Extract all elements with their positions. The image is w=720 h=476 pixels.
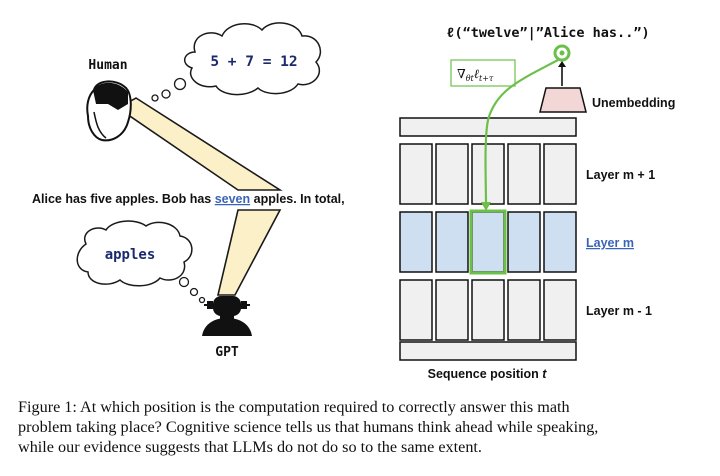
unembedding-block (539, 87, 587, 113)
input-sentence: Alice has five apples. Bob has seven app… (32, 192, 345, 206)
gradient-path (484, 59, 559, 207)
layer-cell (543, 211, 577, 273)
layer-cell (399, 279, 433, 341)
unembedding-label: Unembedding (592, 96, 675, 110)
figure-caption: Figure 1: At which position is the compu… (18, 397, 708, 457)
layer-cell (471, 279, 505, 341)
layer-label: Layer m + 1 (586, 168, 655, 182)
highlighted-cell (469, 209, 507, 275)
layer-cell (435, 143, 469, 205)
human-label: Human (88, 58, 127, 73)
layer-cell (543, 279, 577, 341)
layer-label: Layer m (586, 236, 634, 250)
layer-cell (471, 211, 505, 273)
layer-cell (507, 211, 541, 273)
robot-head-icon (202, 296, 252, 336)
sentence-highlight-word: seven (215, 192, 250, 206)
unembedding-arrowhead (558, 61, 566, 67)
gpt-beam (216, 209, 282, 296)
layer-cell (435, 279, 469, 341)
gradient-arrowhead (481, 202, 491, 211)
sentence-suffix: apples. In total, (250, 192, 344, 206)
gpt-label: GPT (215, 345, 239, 360)
human-thought-cloud (151, 22, 322, 102)
layer-cell (399, 211, 433, 273)
layer-label: Layer m - 1 (586, 304, 652, 318)
layer-grid: Layer m + 1 Layer m Layer m - 1 (399, 143, 655, 341)
layer-cell (399, 143, 433, 205)
loss-formula: ℓ(“twelve”|”Alice has..”) (446, 25, 649, 41)
human-head-icon (86, 80, 132, 142)
layer-cell (435, 211, 469, 273)
sentence-prefix: Alice has five apples. Bob has (32, 192, 215, 206)
caption-line-2: problem taking place? Cognitive science … (18, 418, 599, 436)
x-axis-label: Sequence position t (428, 367, 548, 381)
layer-cell (543, 143, 577, 205)
caption-line-1: Figure 1: At which position is the compu… (18, 398, 570, 416)
gpt-thought-text: apples (105, 247, 156, 263)
gradient-label: ∇θtℓt+τ (457, 66, 494, 83)
gradient-box (450, 59, 516, 87)
layer-cell (507, 143, 541, 205)
layer-cell (471, 143, 505, 205)
target-node-dot (559, 50, 565, 56)
caption-line-3: while our evidence suggests that LLMs do… (18, 438, 482, 456)
human-thought-text: 5 + 7 = 12 (210, 54, 297, 70)
human-beam (116, 97, 283, 191)
layer-cell (507, 279, 541, 341)
gpt-thought-cloud (76, 220, 206, 304)
bottom-bar (399, 341, 577, 361)
